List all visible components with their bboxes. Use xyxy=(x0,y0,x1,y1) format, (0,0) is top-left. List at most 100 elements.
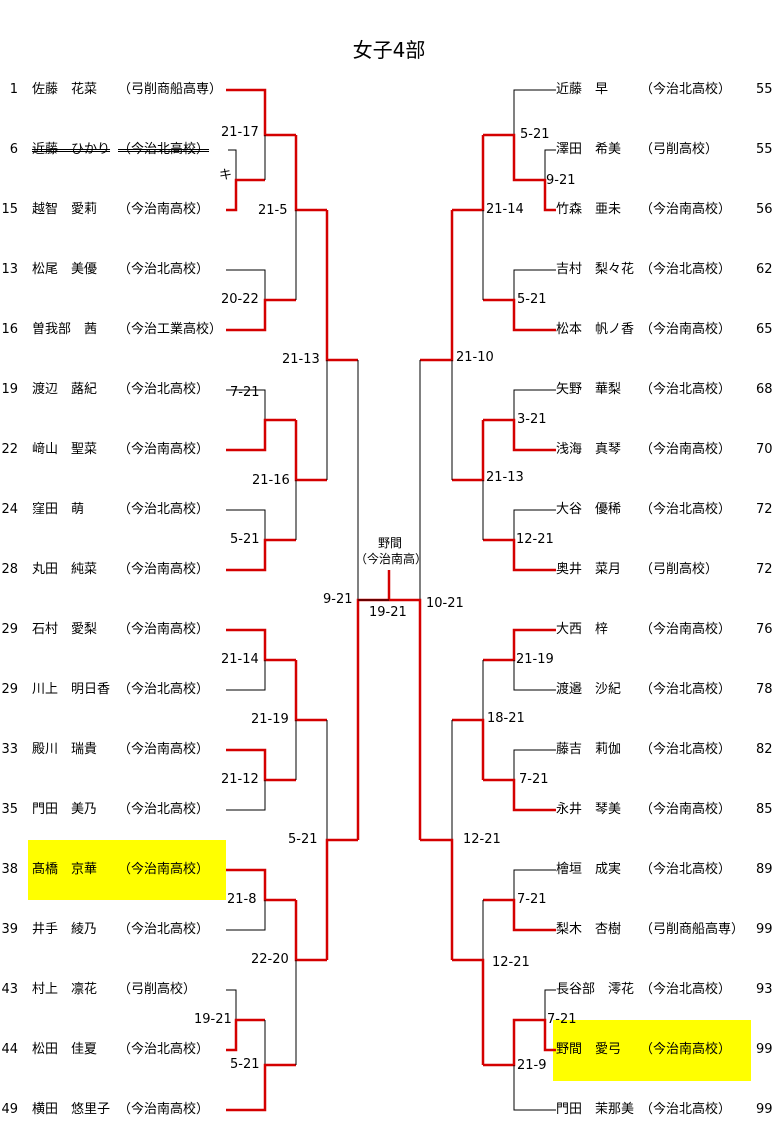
player-school: （今治北高校） xyxy=(118,802,210,817)
player-school: （今治北高校） xyxy=(640,502,732,517)
score-label: 5-21 xyxy=(288,832,318,847)
score-label: 7-21 xyxy=(517,892,547,907)
bracket-line xyxy=(226,900,266,931)
player-seed: 1 xyxy=(9,82,18,97)
player-name: 野間 愛弓 xyxy=(556,1042,622,1057)
player-seed: 93 xyxy=(756,982,773,997)
player-school: （今治北高校） xyxy=(118,682,210,697)
score-label: 18-21 xyxy=(487,711,525,726)
bracket-line xyxy=(513,269,556,300)
player-name: 竹森 亜未 xyxy=(556,202,622,217)
score-label: 21-19 xyxy=(516,652,554,667)
player-name: 佐藤 花菜 xyxy=(32,82,98,97)
champion-name: 野間 xyxy=(377,536,402,550)
player-school: （今治北高校） xyxy=(118,922,210,937)
player-seed: 56 xyxy=(756,202,773,217)
page-title: 女子4部 xyxy=(352,38,426,62)
score-label: 12-21 xyxy=(492,955,530,970)
player-seed: 99 xyxy=(756,922,773,937)
player-name: 吉村 梨々花 xyxy=(556,262,635,277)
winner-line xyxy=(294,420,327,482)
player-school: （今治北高校） xyxy=(640,382,732,397)
score-label: 9-21 xyxy=(546,173,576,188)
player-school: （今治北高校） xyxy=(640,982,732,997)
player-school: （今治南高校） xyxy=(118,202,210,217)
winner-line xyxy=(483,628,556,662)
score-label: 7-21 xyxy=(547,1012,577,1027)
player-seed: 72 xyxy=(756,562,773,577)
player-name: 近藤 ひかり xyxy=(32,142,111,157)
score-label: 12-21 xyxy=(516,532,554,547)
player-school: （今治北高校） xyxy=(640,82,732,97)
player-name: 藤吉 莉伽 xyxy=(556,742,622,757)
score-label: 12-21 xyxy=(463,832,501,847)
bracket-line xyxy=(513,660,556,691)
player-seed: 85 xyxy=(756,802,773,817)
winner-line xyxy=(226,868,296,902)
player-name: 渡辺 蕗紀 xyxy=(32,382,98,397)
score-label: 21-19 xyxy=(251,712,289,727)
score-label: 7-21 xyxy=(230,385,260,400)
player-school: （今治北高校） xyxy=(640,742,732,757)
player-seed: 33 xyxy=(1,742,18,757)
score-label: 9-21 xyxy=(323,592,353,607)
player-school: （今治南高校） xyxy=(118,1102,210,1117)
score-label: 21-5 xyxy=(258,203,288,218)
winner-line xyxy=(325,210,358,362)
winner-line xyxy=(420,210,454,362)
winner-line xyxy=(226,418,296,452)
champion-label: 野間 （今治南高） xyxy=(355,535,428,567)
player-school: （今治北高校） xyxy=(118,142,210,157)
player-school: （弓削高校） xyxy=(640,142,719,157)
score-label: 21-12 xyxy=(221,772,259,787)
highlight-left xyxy=(28,840,226,900)
player-name: 門田 美乃 xyxy=(32,802,98,817)
score-label: 21-14 xyxy=(221,652,259,667)
player-name: 澤田 希美 xyxy=(556,142,622,157)
player-school: （弓削高校） xyxy=(118,982,197,997)
player-seed: 55 xyxy=(756,82,773,97)
player-name: 松田 佳夏 xyxy=(32,1042,98,1057)
score-label: 5-21 xyxy=(230,1057,260,1072)
player-name: 川上 明日香 xyxy=(32,682,111,697)
player-seed: 44 xyxy=(1,1042,18,1057)
player-seed: 76 xyxy=(756,622,773,637)
player-school: （今治南高校） xyxy=(640,1042,732,1057)
bracket-line xyxy=(226,780,266,811)
winner-line xyxy=(483,538,556,572)
player-name: 越智 愛莉 xyxy=(32,202,98,217)
player-entry: 62 吉村 梨々花 （今治北高校） xyxy=(0,260,778,280)
player-seed: 72 xyxy=(756,502,773,517)
winner-line xyxy=(294,660,327,722)
player-name: 村上 凛花 xyxy=(32,982,98,997)
winner-line xyxy=(325,838,358,960)
final-score: 19-21 xyxy=(369,605,407,620)
player-name: 横田 悠里子 xyxy=(32,1102,111,1117)
player-name: 井手 綾乃 xyxy=(32,922,98,937)
champion-school: （今治南高） xyxy=(355,552,428,566)
player-school: （今治南高校） xyxy=(640,622,732,637)
winner-line xyxy=(452,718,485,780)
player-seed: 22 xyxy=(1,442,18,457)
score-label: 21-13 xyxy=(486,470,524,485)
winner-line xyxy=(452,135,485,212)
score-label: 3-21 xyxy=(517,412,547,427)
score-label: 21-10 xyxy=(456,350,494,365)
player-seed: 62 xyxy=(756,262,773,277)
bracket-line xyxy=(226,660,266,691)
player-school: （今治北高校） xyxy=(640,262,732,277)
